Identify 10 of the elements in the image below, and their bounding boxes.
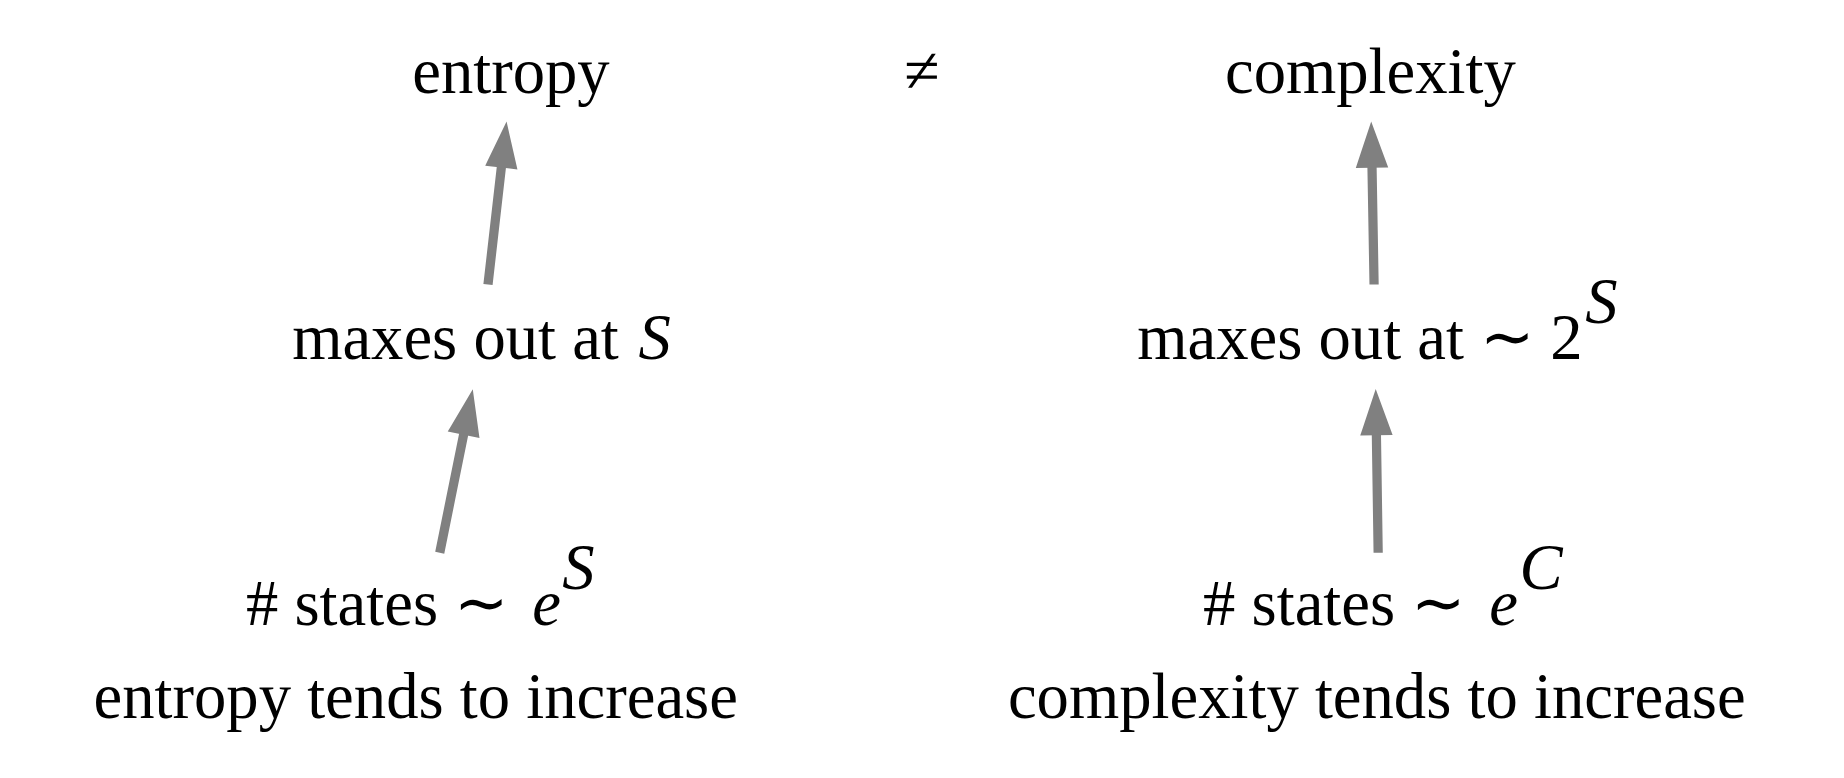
- arrow: [434, 389, 479, 554]
- arrow: [1355, 121, 1388, 285]
- node-text: complexity: [1224, 35, 1516, 108]
- node-text: entropy: [411, 35, 610, 108]
- arrow: [1359, 389, 1393, 553]
- node-label: entropy tends to increase: [93, 659, 738, 732]
- node-text: maxes out at S: [291, 300, 671, 373]
- arrow: [482, 121, 517, 286]
- node-label: complexity tends to increase: [1007, 659, 1746, 732]
- label: ≠: [903, 34, 940, 107]
